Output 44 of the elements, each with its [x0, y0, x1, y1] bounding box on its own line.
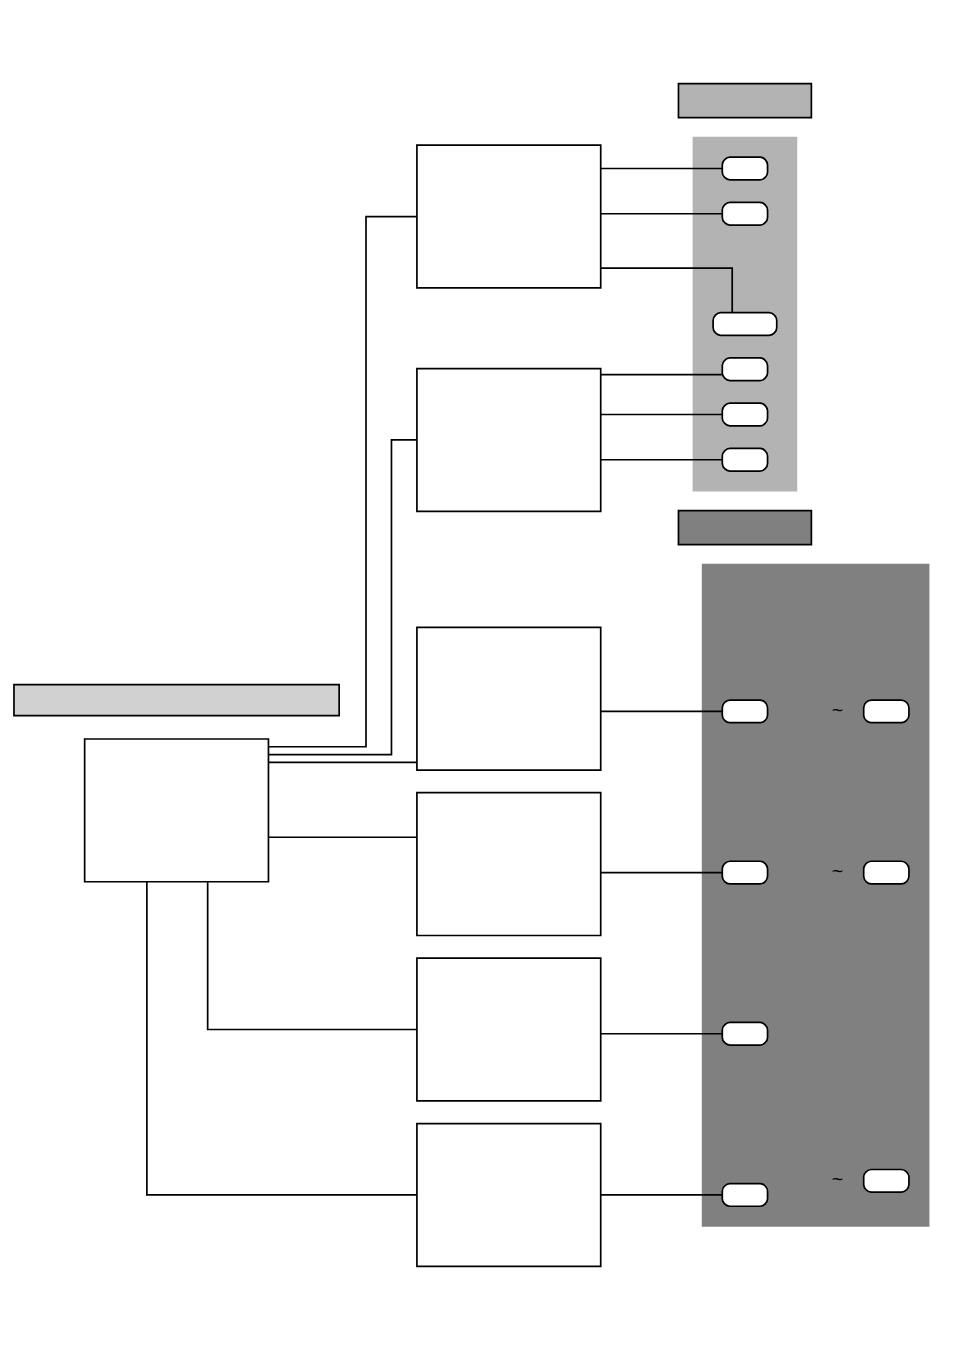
connector: [267, 836, 418, 839]
connector: [146, 880, 418, 1196]
node-box: [416, 791, 602, 937]
node-book: [721, 201, 769, 226]
connector: [599, 373, 723, 376]
node-book: [712, 311, 778, 337]
node-book: [721, 860, 769, 885]
label: ~: [831, 1168, 844, 1191]
cluster: [692, 136, 798, 492]
connector: [599, 710, 723, 713]
node-box: [416, 1122, 602, 1268]
label: ~: [831, 859, 844, 882]
node-book: [721, 699, 769, 724]
connector: [599, 413, 723, 416]
node-box: [416, 367, 602, 513]
node-book: [862, 860, 910, 885]
connector: [600, 267, 734, 313]
node-box: [416, 144, 602, 289]
connector: [599, 1032, 723, 1035]
connector: [267, 761, 418, 764]
connector: [599, 1194, 723, 1196]
node-book: [721, 1021, 769, 1046]
node-box: [83, 738, 270, 883]
node-box: [416, 957, 602, 1102]
connector: [599, 458, 723, 461]
node-box: [416, 626, 602, 771]
node-book: [721, 402, 769, 427]
node-book: [721, 357, 769, 382]
connector: [599, 871, 723, 874]
cluster: [701, 563, 930, 1227]
connector: [599, 167, 723, 170]
connector: [206, 881, 418, 1031]
node-box: [677, 82, 813, 119]
node-book: [862, 699, 910, 724]
label: ~: [831, 698, 844, 721]
node-bar: [13, 683, 340, 717]
node-box: [677, 509, 813, 546]
node-book: [862, 1168, 910, 1193]
node-book: [721, 1182, 769, 1208]
connector: [268, 439, 418, 756]
connector: [599, 212, 723, 215]
connector: [267, 215, 418, 748]
node-book: [721, 447, 769, 472]
node-book: [721, 156, 769, 181]
